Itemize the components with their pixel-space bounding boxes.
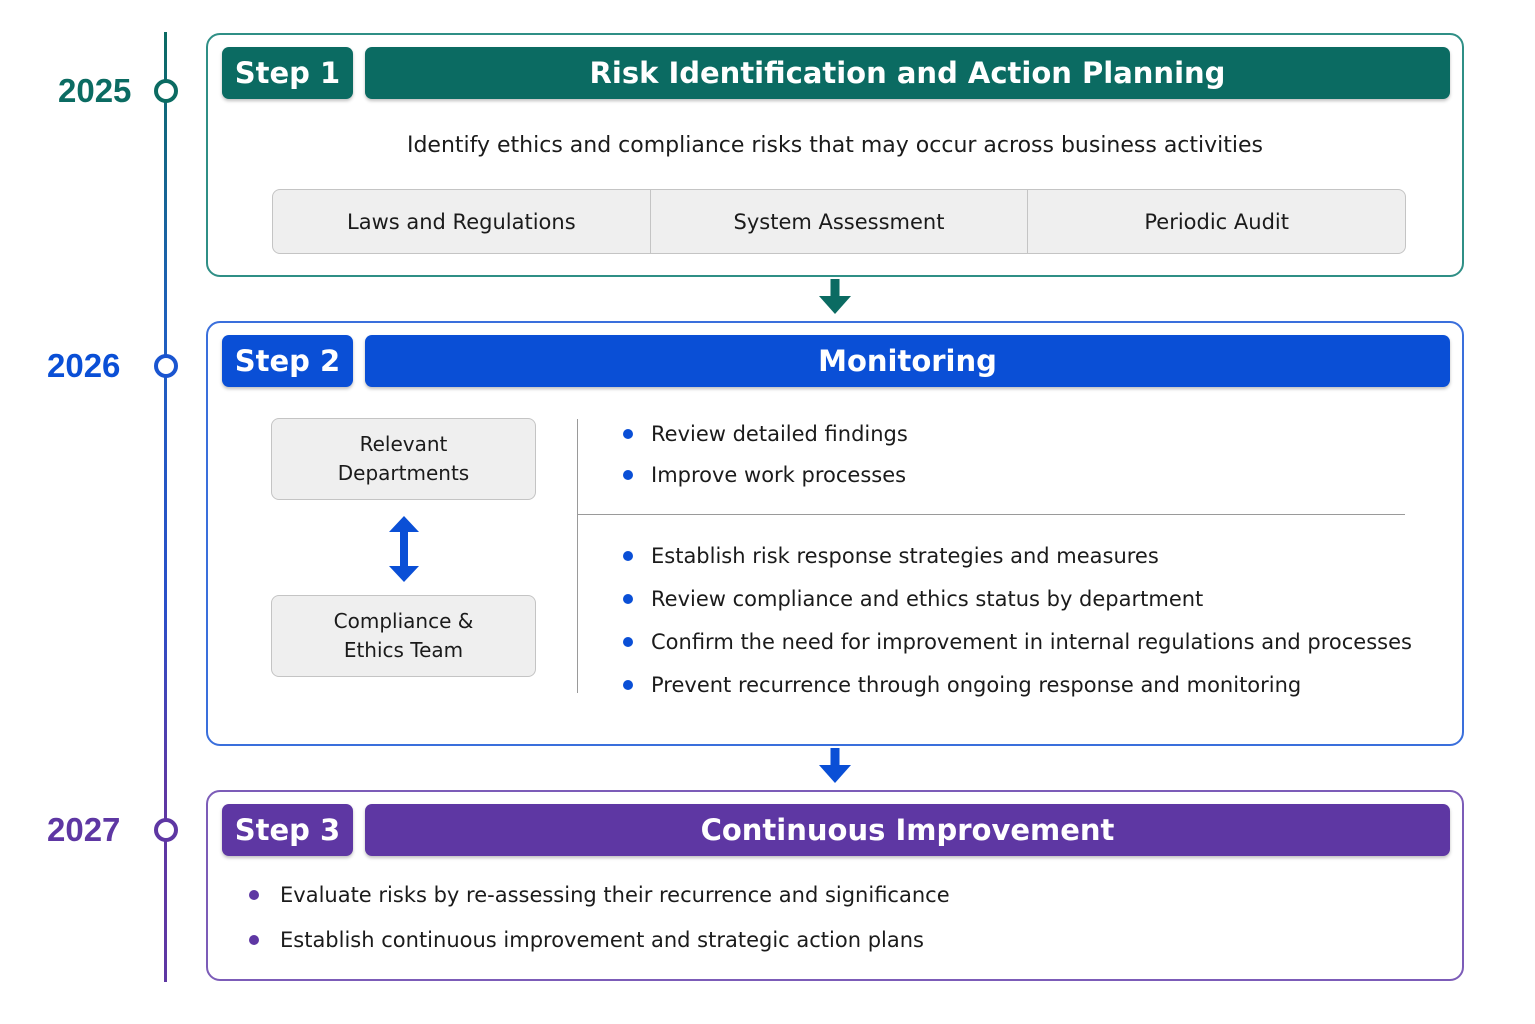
timeline-node-2026 — [154, 354, 178, 378]
party-2-line-2: Ethics Team — [343, 638, 464, 662]
step-1-tag: Step 1 — [222, 47, 353, 99]
list-item: Confirm the need for improvement in inte… — [621, 627, 1412, 670]
timeline-line-3 — [164, 792, 167, 982]
step-2-card: Step 2 Monitoring Relevant Departments C… — [206, 321, 1464, 746]
monitoring-actions-list: Establish risk response strategies and m… — [621, 541, 1412, 713]
party-1-line-2: Departments — [337, 461, 470, 485]
source-periodic-audit: Periodic Audit — [1144, 209, 1289, 234]
source-system-assessment: System Assessment — [651, 190, 1029, 253]
list-item: Prevent recurrence through ongoing respo… — [621, 670, 1412, 713]
step-3-card: Step 3 Continuous Improvement Evaluate r… — [206, 790, 1464, 981]
timeline-line-2 — [164, 332, 167, 792]
source-laws: Laws and Regulations — [273, 190, 651, 253]
timeline-node-2025 — [154, 79, 178, 103]
down-arrow-icon — [819, 748, 851, 783]
step-3-title: Continuous Improvement — [365, 804, 1450, 856]
double-arrow-icon — [389, 516, 419, 582]
step-1-card: Step 1 Risk Identification and Action Pl… — [206, 33, 1464, 277]
vertical-divider — [577, 419, 578, 693]
year-label-2026: 2026 — [47, 347, 121, 384]
monitoring-findings-list: Review detailed findings Improve work pr… — [621, 419, 908, 501]
year-label-2025: 2025 — [58, 72, 132, 109]
down-arrow-icon — [819, 279, 851, 314]
list-item: Establish risk response strategies and m… — [621, 541, 1412, 584]
horizontal-divider — [577, 514, 1405, 515]
list-item: Review compliance and ethics status by d… — [621, 584, 1412, 627]
list-item: Review detailed findings — [621, 419, 908, 460]
list-item: Evaluate risks by re-assessing their rec… — [247, 880, 950, 925]
list-item: Improve work processes — [621, 460, 908, 501]
timeline-node-2027 — [154, 818, 178, 842]
step-3-tag: Step 3 — [222, 804, 353, 856]
step-1-title: Risk Identification and Action Planning — [365, 47, 1450, 99]
list-item: Establish continuous improvement and str… — [247, 925, 950, 970]
year-label-2027: 2027 — [47, 811, 121, 848]
step-1-intro: Identify ethics and compliance risks tha… — [406, 133, 1264, 158]
party-1-line-1: Relevant — [359, 432, 448, 456]
improvement-list: Evaluate risks by re-assessing their rec… — [247, 880, 950, 970]
compliance-ethics-team-box: Compliance & Ethics Team — [271, 595, 536, 677]
risk-sources-bar: Laws and Regulations System Assessment P… — [272, 189, 1406, 254]
party-2-line-1: Compliance & — [333, 609, 474, 633]
relevant-departments-box: Relevant Departments — [271, 418, 536, 500]
timeline-line-1 — [164, 32, 167, 332]
step-2-title: Monitoring — [365, 335, 1450, 387]
step-2-tag: Step 2 — [222, 335, 353, 387]
